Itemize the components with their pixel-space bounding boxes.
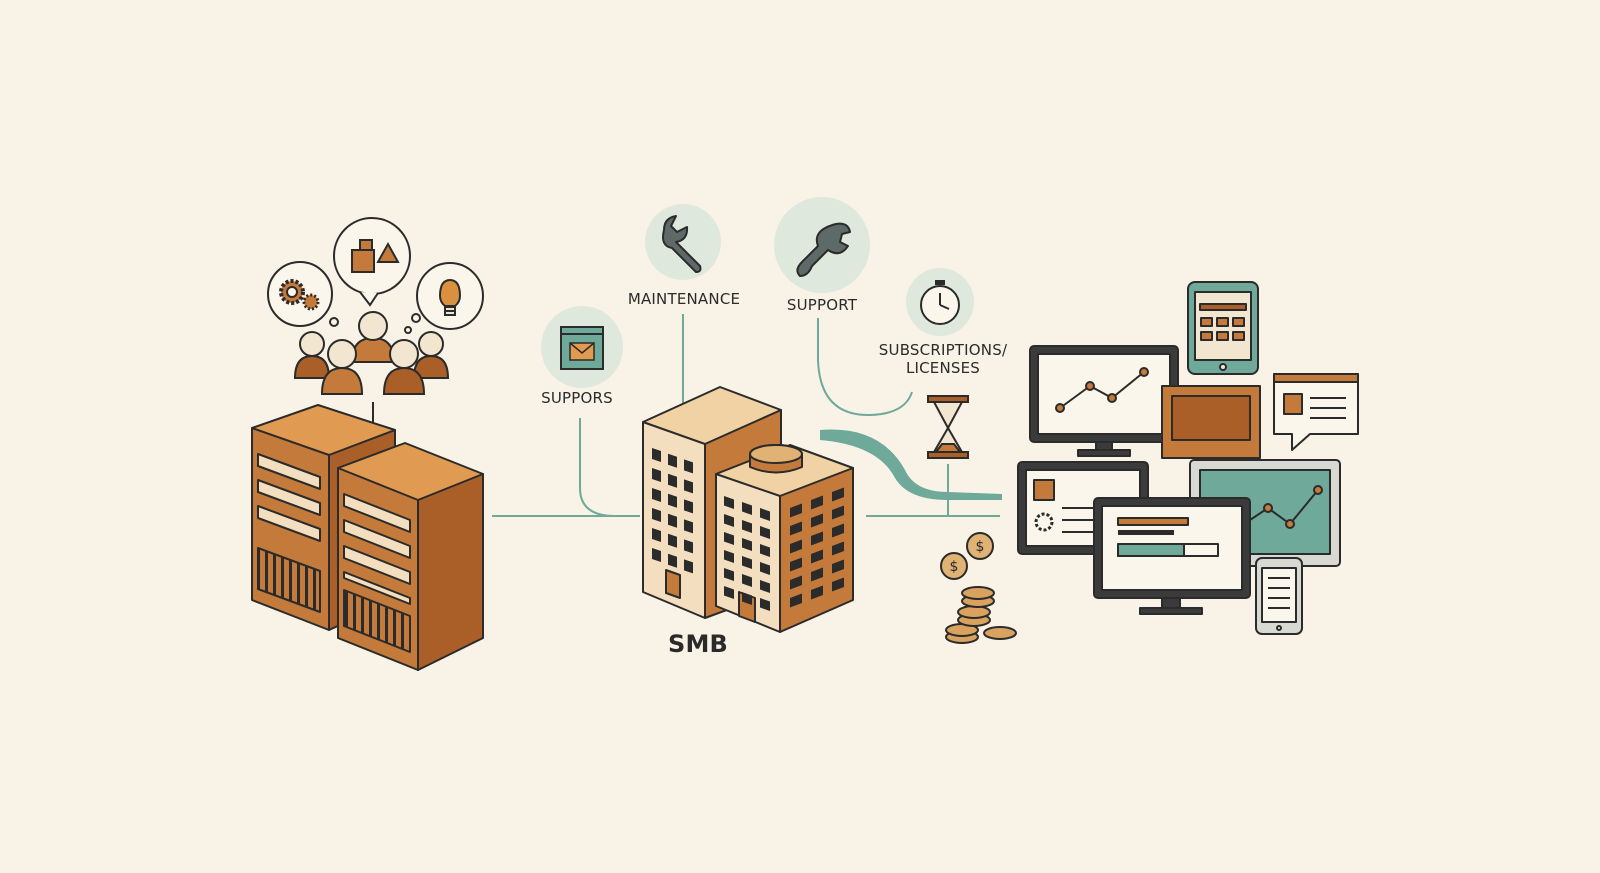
building-window <box>832 559 844 574</box>
building-window <box>684 519 693 534</box>
phone-icon <box>1255 557 1303 635</box>
building-window <box>832 505 844 520</box>
people-group-icon <box>293 311 450 395</box>
building-window <box>832 577 844 592</box>
line-support <box>817 318 913 417</box>
building-window <box>724 586 734 599</box>
building-window <box>652 508 661 522</box>
building-window <box>811 513 823 528</box>
building-window <box>652 488 661 502</box>
building-window <box>832 487 844 502</box>
tablet-icon <box>1187 281 1259 375</box>
label-maintenance: MAINTENANCE <box>627 290 741 308</box>
line-suppors <box>579 418 640 517</box>
stopwatch-icon <box>906 268 974 336</box>
building-window <box>760 526 770 539</box>
devices-dashboard-icon <box>1017 281 1359 635</box>
coins-icon: $ $ <box>940 532 1017 644</box>
building-window <box>684 459 693 474</box>
building-window <box>652 468 661 482</box>
building-window <box>760 508 770 521</box>
thought-bubble-idea <box>404 262 484 334</box>
building-window <box>684 559 693 574</box>
building-window <box>811 549 823 564</box>
thought-bubble-shapes <box>333 217 411 307</box>
building-window <box>684 479 693 494</box>
connector-lines <box>492 314 1000 517</box>
building-window <box>811 531 823 546</box>
building-window <box>684 499 693 514</box>
building-window <box>811 495 823 510</box>
building-window <box>724 568 734 581</box>
hourglass-icon <box>927 395 969 459</box>
building-window <box>742 520 752 533</box>
building-window <box>742 556 752 569</box>
lightbulb-icon <box>438 278 462 316</box>
flow-ribbon <box>820 429 1002 500</box>
building-window <box>668 553 677 568</box>
building-window <box>652 448 661 462</box>
envelope-window-icon <box>541 306 623 388</box>
building-window <box>790 539 802 554</box>
chart-monitor-icon <box>1029 345 1179 457</box>
wrench-icon-support <box>774 197 870 293</box>
building-window <box>724 532 734 545</box>
building-window <box>724 550 734 563</box>
building-window <box>742 592 752 605</box>
label-support: SUPPORT <box>786 296 858 314</box>
building-window <box>760 598 770 611</box>
building-window <box>668 453 677 468</box>
svg-text:$: $ <box>976 539 985 555</box>
building-window <box>742 538 752 551</box>
label-smb: SMB <box>667 630 729 658</box>
shapes-icon <box>351 239 400 273</box>
building-window <box>668 513 677 528</box>
building-window <box>724 496 734 509</box>
building-window <box>790 503 802 518</box>
building-window <box>811 585 823 600</box>
building-window <box>790 557 802 572</box>
building-window <box>724 514 734 527</box>
gears-icon <box>279 279 320 311</box>
chat-window-icon <box>1273 373 1359 451</box>
building-window <box>652 548 661 562</box>
document-panel-icon <box>1161 385 1261 459</box>
building-window <box>652 528 661 542</box>
building-window <box>760 580 770 593</box>
building-window <box>742 574 752 587</box>
building-window <box>790 593 802 608</box>
building-window <box>742 502 752 515</box>
building-window <box>760 562 770 575</box>
thought-bubble-gears <box>267 261 339 327</box>
building-window <box>684 539 693 554</box>
building-window <box>832 541 844 556</box>
svg-text:$: $ <box>950 559 959 575</box>
building-window <box>811 567 823 582</box>
building-window <box>790 575 802 590</box>
building-window <box>832 523 844 538</box>
building-window <box>668 493 677 508</box>
label-subscriptions-licenses: SUBSCRIPTIONS/ LICENSES <box>878 341 1008 377</box>
label-suppors: SUPPORS <box>541 389 613 407</box>
wrench-icon-maintenance <box>645 204 721 280</box>
building-windows <box>652 448 844 611</box>
building-window <box>668 473 677 488</box>
server-rack-icon <box>251 404 484 671</box>
building-window <box>790 521 802 536</box>
progress-monitor-icon <box>1093 497 1251 615</box>
building-window <box>760 544 770 557</box>
building-window <box>668 533 677 548</box>
